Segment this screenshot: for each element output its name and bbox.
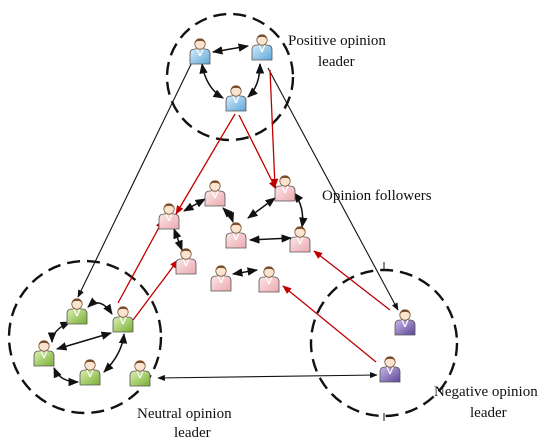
neutral-leader-person-icon	[129, 359, 151, 387]
neutral-leader-person-icon	[33, 339, 55, 367]
followers-label: Opinion followers	[322, 188, 432, 204]
negative-leader-label-line2: leader	[470, 405, 507, 421]
neutral-leader-person-icon	[79, 358, 101, 386]
positive-group-links	[199, 43, 265, 99]
negative-leader-person-icon	[379, 355, 401, 383]
positive-leader-label-line2: leader	[318, 54, 355, 70]
follower-person-icon	[210, 264, 232, 292]
follower-person-icon	[274, 174, 296, 202]
positive-ring	[165, 12, 295, 142]
red-influence-arrows	[117, 69, 391, 363]
positive-leader-person-icon	[225, 84, 247, 112]
follower-person-icon	[289, 225, 311, 253]
negative-leader-person-icon	[394, 308, 416, 336]
positive-leader-label-line1: Positive opinion	[288, 33, 386, 49]
neutral-leader-person-icon	[66, 297, 88, 325]
neutral-ring	[7, 259, 163, 415]
neutral-leader-label-line1: Neutral opinion	[137, 406, 232, 422]
follower-person-icon	[204, 179, 226, 207]
follower-links	[173, 192, 308, 277]
follower-person-icon	[158, 202, 180, 230]
follower-person-icon	[225, 221, 247, 249]
positive-leader-person-icon	[251, 33, 273, 61]
leader-links	[77, 55, 399, 381]
follower-person-icon	[258, 265, 280, 293]
neutral-leader-person-icon	[112, 305, 134, 333]
follower-person-icon	[175, 247, 197, 275]
positive-leader-person-icon	[189, 37, 211, 65]
negative-leader-label-line1: Negative opinion	[434, 384, 538, 400]
neutral-leader-label-line2: leader	[174, 425, 211, 441]
